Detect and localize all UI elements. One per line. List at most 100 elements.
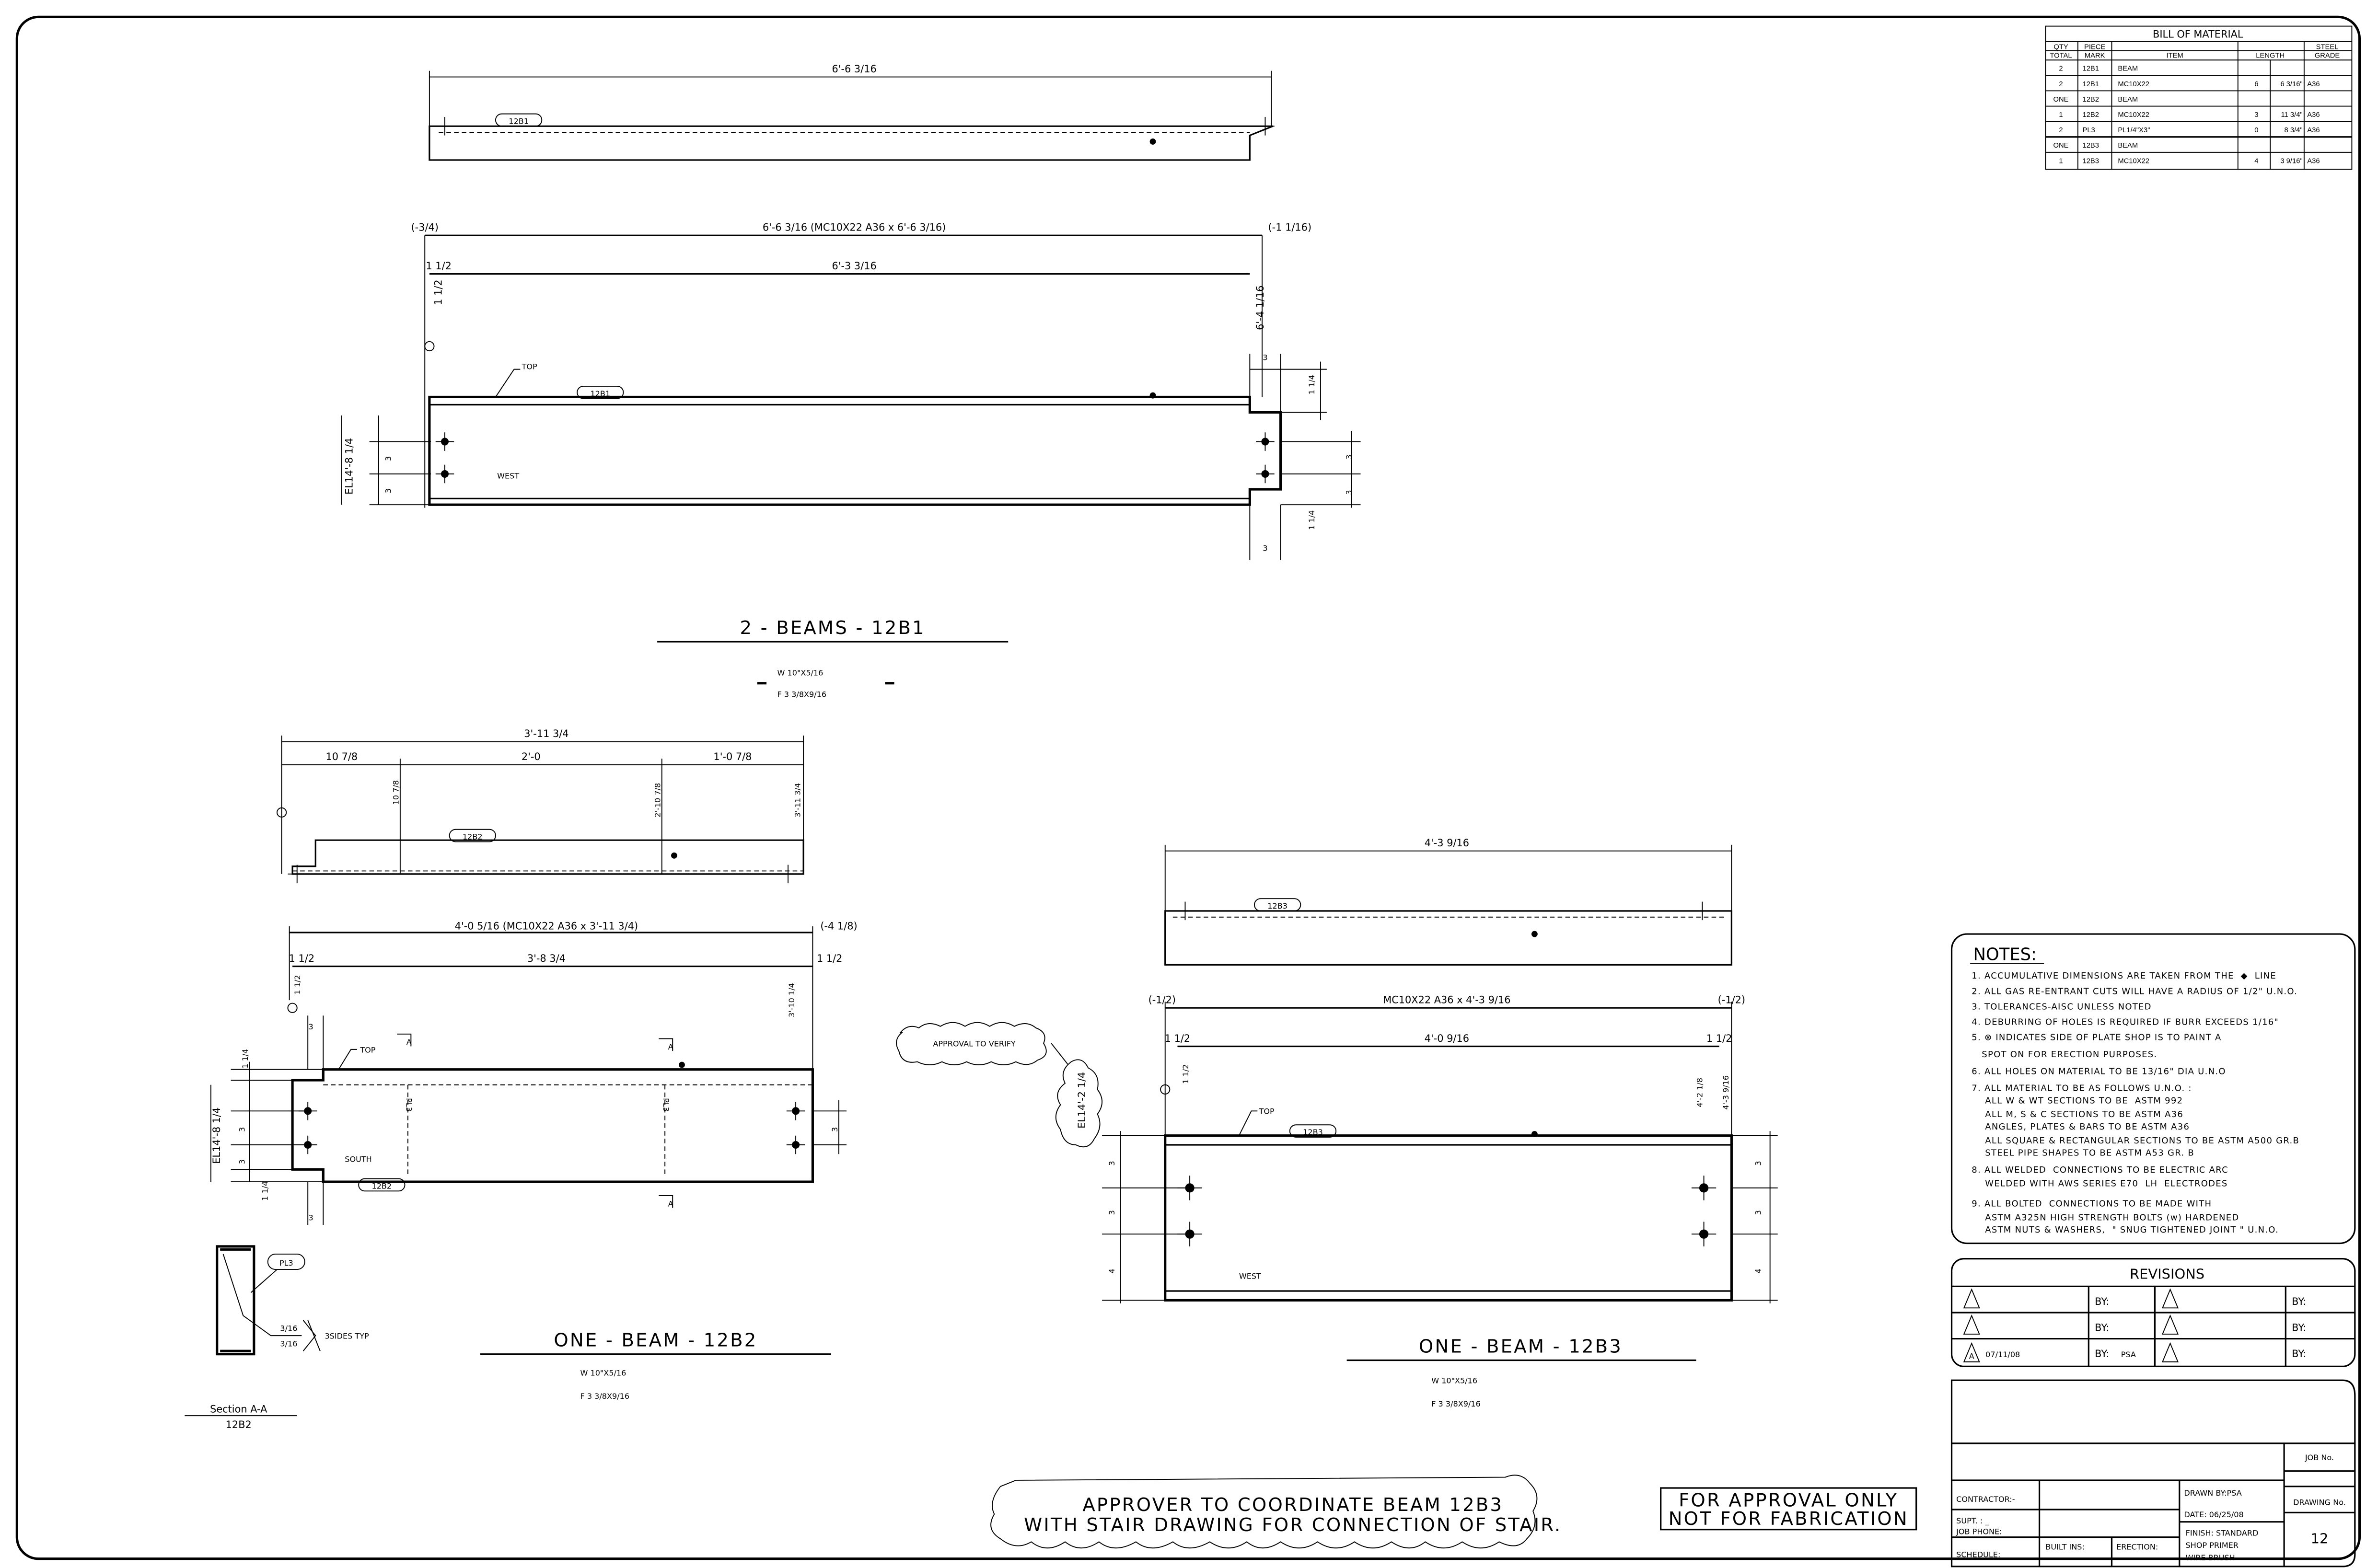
note-line: 1. ACCUMULATIVE DIMENSIONS ARE TAKEN FRO…	[1972, 971, 2276, 981]
dimension-label: 6'-3 3/16	[832, 260, 876, 272]
dimension-label: 3	[1263, 544, 1267, 553]
dimension-label: 3	[309, 1022, 313, 1031]
dimension-label: 10 7/8	[325, 751, 358, 762]
bom-header-qty: QTY	[2053, 44, 2068, 51]
dimension-label: 3	[1107, 1161, 1116, 1165]
bom-qty: 1	[2059, 157, 2063, 165]
bom-mark: 12B2	[2082, 111, 2099, 119]
beam-12b1-elevation-view: (-3/4) 6'-6 3/16 (MC10X22 A36 x 6'-6 3/1…	[341, 222, 1361, 699]
dimension-label: 10 7/8	[392, 780, 401, 805]
piece-tag: 12B1	[590, 389, 610, 398]
note-line: 8. ALL WELDED CONNECTIONS TO BE ELECTRIC…	[1972, 1165, 2228, 1175]
dimension-label: 3'-10 1/4	[787, 983, 796, 1017]
bom-mark: 12B1	[2082, 81, 2099, 88]
plate-tag: PL3	[405, 1098, 414, 1112]
dimension-label: 4'-3 9/16	[1425, 837, 1469, 849]
notes-title: NOTES:	[1973, 945, 2037, 965]
dimension-label: 3	[830, 1127, 839, 1132]
beam-12b1-plan-view: 6'-6 3/16 12B1	[429, 63, 1275, 161]
bom-grade: A36	[2307, 81, 2320, 88]
finish-line: WIRE BRUSH	[2186, 1553, 2235, 1562]
beam-title: 2 - BEAMS - 12B1	[740, 617, 925, 639]
bom-length-in: 3 9/16"	[2280, 157, 2302, 165]
section-subtitle: 12B2	[226, 1419, 252, 1430]
revision-by-label: BY:	[2292, 1296, 2306, 1307]
schedule-label: SCHEDULE:	[1956, 1550, 2000, 1559]
paint-spot-symbol-icon	[424, 341, 435, 352]
dimension-label: 6'-6 3/16 (MC10X22 A36 x 6'-6 3/16)	[763, 222, 946, 233]
bom-grade: A36	[2307, 157, 2320, 165]
bom-grade: A36	[2307, 127, 2320, 134]
erection-label: ERECTION:	[2116, 1542, 2158, 1551]
note-line: 3. TOLERANCES-AISC UNLESS NOTED	[1972, 1002, 2152, 1012]
elevation-label: EL14'-8 1/4	[211, 1107, 222, 1164]
note-line: 9. ALL BOLTED CONNECTIONS TO BE MADE WIT…	[1972, 1199, 2212, 1209]
bom-item: PL1/4"X3"	[2118, 127, 2150, 134]
dimension-label: 2'-10 7/8	[653, 783, 662, 818]
bom-qty: 1	[2059, 111, 2063, 119]
plate-tag: PL3	[661, 1098, 671, 1112]
coordination-cloud-note: APPROVER TO COORDINATE BEAM 12B3 WITH ST…	[990, 1475, 1562, 1549]
bom-mark: 12B2	[2082, 96, 2099, 104]
dimension-label: (-1 1/16)	[1268, 222, 1312, 233]
dimension-label: 3'-11 3/4	[793, 783, 802, 818]
elevation-label: EL14'-8 1/4	[343, 438, 355, 495]
section-marker: A	[406, 1038, 412, 1047]
note-line: ASTM A325N HIGH STRENGTH BOLTS (w) HARDE…	[1972, 1212, 2239, 1222]
dimension-label: 3	[238, 1159, 247, 1164]
bom-mark: 12B3	[2082, 142, 2099, 150]
paint-spot-icon	[671, 852, 677, 859]
approval-cloud: EL14'-2 1/4 APPROVAL TO VERIFY	[896, 1022, 1103, 1148]
bom-header-grade: GRADE	[2315, 52, 2340, 59]
note-line: ALL W & WT SECTIONS TO BE ASTM 992	[1972, 1095, 2183, 1106]
note-line: WELDED WITH AWS SERIES E70 LH ELECTRODES	[1972, 1179, 2227, 1189]
side-label: WEST	[1239, 1271, 1261, 1280]
dimension-label: 1 1/4	[241, 1049, 250, 1069]
note-line: ALL M, S & C SECTIONS TO BE ASTM A36	[1972, 1109, 2183, 1119]
cloud-note-line: APPROVER TO COORDINATE BEAM 12B3	[1082, 1494, 1503, 1516]
bom-item: BEAM	[2118, 142, 2138, 150]
bom-qty: 2	[2059, 127, 2063, 134]
revision-date: 07/11/08	[1985, 1350, 2020, 1359]
dimension-label: 3	[1107, 1210, 1116, 1215]
dimension-label: 1 1/2	[1181, 1064, 1190, 1084]
beam-12b3-elevation-view: (-1/2) MC10X22 A36 x 4'-3 9/16 (-1/2) 1 …	[896, 994, 1778, 1303]
bom-item: BEAM	[2118, 65, 2138, 73]
piece-tag: 12B1	[509, 116, 529, 126]
weld-spec: W 10"X5/16	[777, 669, 824, 678]
section-cut-markers: A A A	[397, 1033, 673, 1208]
dimension-label: 3	[384, 488, 393, 493]
beam-12b3-title: ONE - BEAM - 12B3 W 10"X5/16 F 3 3/8X9/1…	[1346, 1336, 1696, 1408]
dimension-label: 1'-0 7/8	[713, 751, 752, 762]
bolt-holes	[304, 1107, 800, 1149]
supt-label: SUPT. : _	[1956, 1516, 1989, 1526]
note-line: 6. ALL HOLES ON MATERIAL TO BE 13/16" DI…	[1972, 1066, 2226, 1076]
note-line: ASTM NUTS & WASHERS, " SNUG TIGHTENED JO…	[1972, 1225, 2279, 1235]
dimension-label: 4'-0 9/16	[1425, 1033, 1469, 1044]
note-line: STEEL PIPE SHAPES TO BE ASTM A53 GR. B	[1972, 1148, 2194, 1158]
weld-spec: F 3 3/8X9/16	[580, 1392, 630, 1401]
dimension-label: 3	[309, 1213, 313, 1222]
bolt-cross-icon	[1176, 901, 1712, 921]
dimension-label: 1 1/4	[261, 1181, 270, 1201]
bom-length-in: 8 3/4"	[2285, 127, 2303, 134]
revisions-title: REVISIONS	[2130, 1266, 2204, 1282]
dimension-label: 6'-4 1/16	[1254, 286, 1266, 330]
bom-header-mark: MARK	[2085, 52, 2105, 59]
cloud-note-line: WITH STAIR DRAWING FOR CONNECTION OF STA…	[1024, 1514, 1562, 1536]
paint-spot-icon	[1531, 1131, 1538, 1137]
dimension-label: 6'-6 3/16	[832, 63, 876, 75]
note-line: ALL SQUARE & RECTANGULAR SECTIONS TO BE …	[1972, 1136, 2299, 1146]
note-line: 7. ALL MATERIAL TO BE AS FOLLOWS U.N.O. …	[1972, 1084, 2192, 1094]
beam-12b3-plan-view: 4'-3 9/16 12B3	[1164, 837, 1732, 966]
dimension-label: 3	[238, 1127, 247, 1132]
dimension-label: 3	[1344, 490, 1353, 495]
section-marker: A	[668, 1199, 673, 1208]
top-label: TOP	[1259, 1107, 1275, 1116]
